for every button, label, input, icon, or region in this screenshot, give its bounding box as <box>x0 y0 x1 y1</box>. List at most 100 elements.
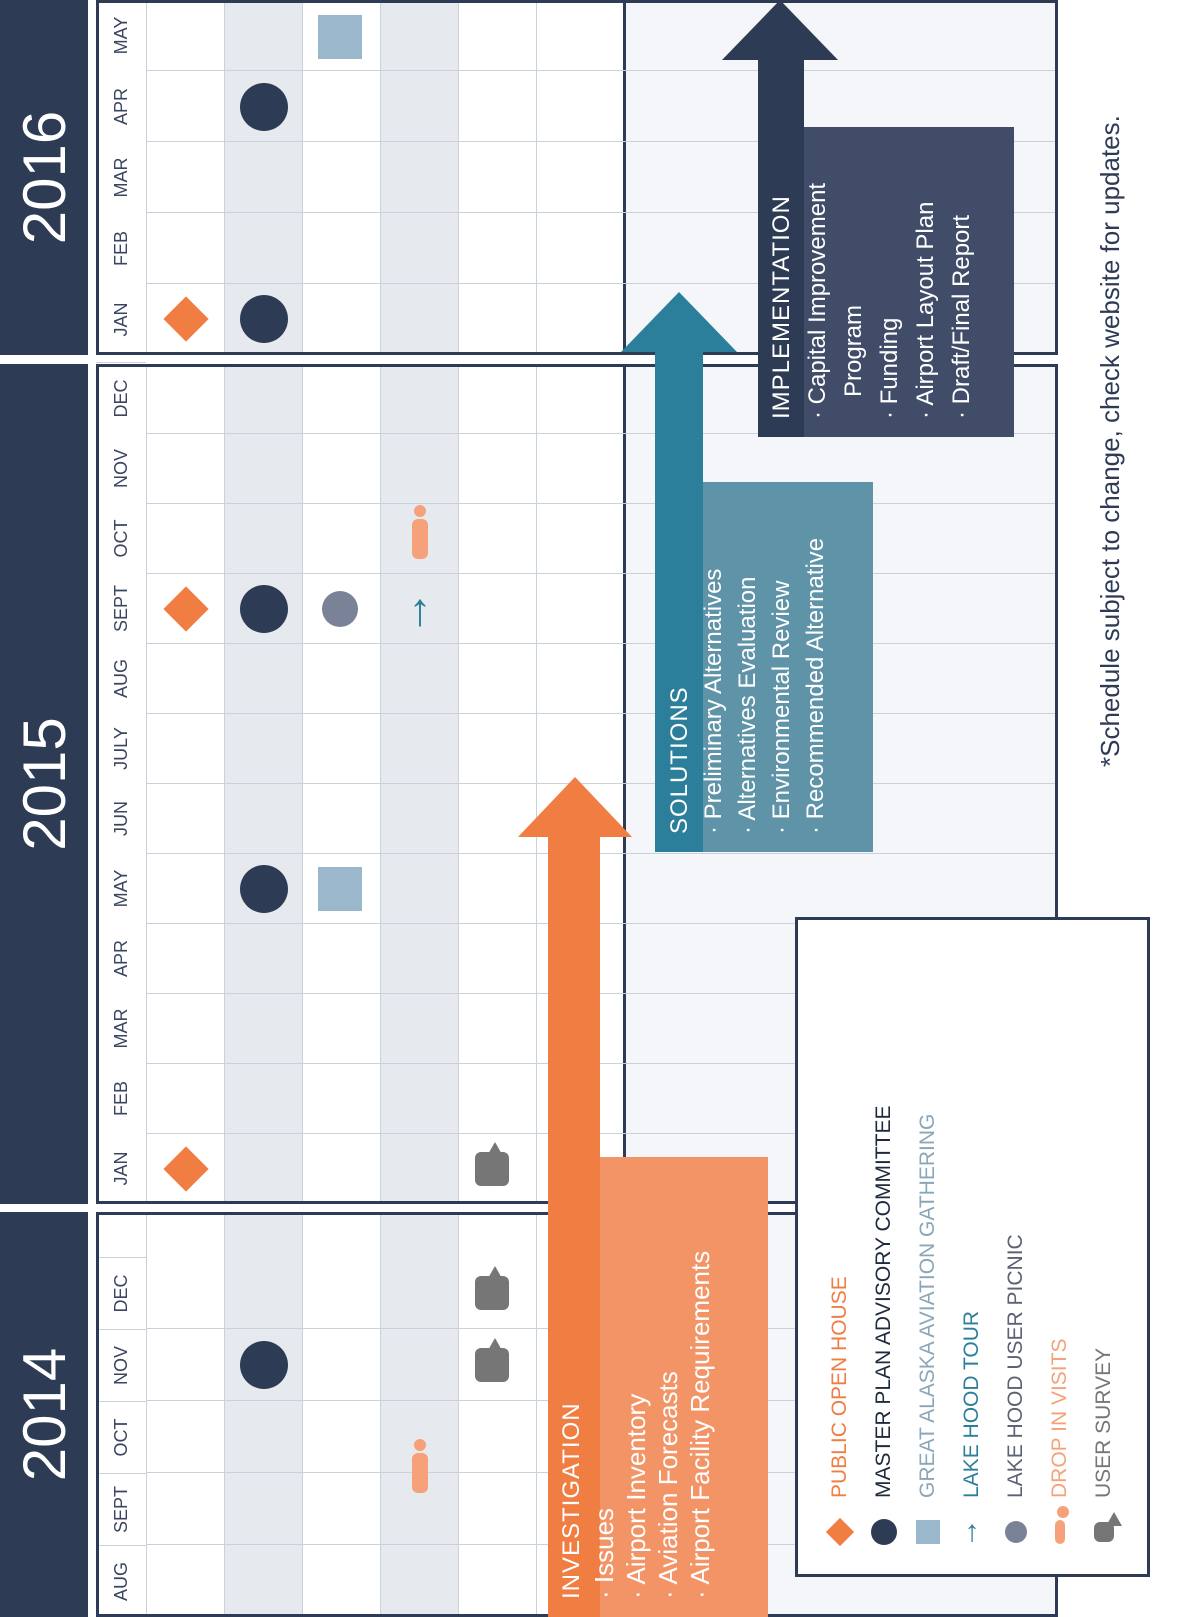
schedule-note: *Schedule subject to change, check websi… <box>1095 115 1125 767</box>
month-feb-2015: FEB <box>96 1062 146 1134</box>
month-may-2016: MAY <box>96 0 146 71</box>
phase-item: · Airport Facility Requirements <box>685 1250 715 1599</box>
lane-row <box>224 1212 302 1617</box>
month-dec-2015: DEC <box>96 362 146 434</box>
year-bar-2014: 2014 <box>0 1212 88 1617</box>
legend-label: MASTER PLAN ADVISORY COMMITTEE <box>872 1105 895 1498</box>
user-survey-icon <box>475 1276 509 1310</box>
legend-icon <box>1038 1510 1082 1554</box>
month-oct-2014: OCT <box>96 1401 146 1473</box>
year-label: 2016 <box>10 110 78 245</box>
implementation-arrow-head <box>722 0 838 60</box>
phase-implementation: IMPLEMENTATION · Capital Improvement Pro… <box>722 0 1014 437</box>
lane-row <box>302 1212 380 1617</box>
month-aug-2015: AUG <box>96 642 146 714</box>
phase-item: · Capital Improvement <box>804 182 831 419</box>
grid-line <box>146 503 1058 504</box>
month-jan-2015: JAN <box>96 1132 146 1204</box>
aviation-gathering-icon <box>318 15 362 59</box>
month-jun-2015: JUN <box>96 782 146 854</box>
legend-icon <box>994 1510 1038 1554</box>
month-may-2015: MAY <box>96 852 146 924</box>
aviation-gathering-icon <box>916 1520 940 1544</box>
legend-item: MASTER PLAN ADVISORY COMMITTEE <box>862 1106 906 1554</box>
phase-item: · Alternatives Evaluation <box>734 576 761 834</box>
legend-item: ↑ LAKE HOOD TOUR <box>950 1311 994 1554</box>
solutions-arrow-head <box>621 292 737 352</box>
phase-item: · Environmental Review <box>768 580 795 834</box>
advisory-committee-icon <box>240 83 288 131</box>
month-apr-2015: APR <box>96 922 146 994</box>
user-survey-icon <box>1094 1522 1114 1542</box>
month-apr-2016: APR <box>96 70 146 142</box>
advisory-committee-icon <box>240 1341 288 1389</box>
advisory-committee-icon <box>240 585 288 633</box>
legend-label: LAKE HOOD USER PICNIC <box>1004 1234 1027 1498</box>
legend-label: USER SURVEY <box>1092 1347 1115 1498</box>
year-label: 2014 <box>10 1347 78 1482</box>
lane-row <box>146 1212 224 1617</box>
legend: PUBLIC OPEN HOUSE MASTER PLAN ADVISORY C… <box>795 917 1150 1577</box>
legend-icon <box>906 1510 950 1554</box>
month-oct-2015: OCT <box>96 502 146 574</box>
phase-item: Program <box>840 304 867 397</box>
lane-row <box>536 0 614 355</box>
year-label: 2015 <box>10 717 78 851</box>
legend-label: PUBLIC OPEN HOUSE <box>828 1276 851 1498</box>
month-mar-2016: MAR <box>96 141 146 213</box>
aviation-gathering-icon <box>318 867 362 911</box>
legend-label: LAKE HOOD TOUR <box>960 1310 983 1498</box>
drop-in-visit-icon <box>412 1453 428 1493</box>
month-dec-2014: DEC <box>96 1257 146 1329</box>
lake-hood-tour-icon: ↑ <box>964 1515 980 1548</box>
legend-item: USER SURVEY <box>1082 1348 1126 1554</box>
implementation-text: IMPLEMENTATION · Capital Improvement Pro… <box>764 183 980 419</box>
phase-title: IMPLEMENTATION <box>768 195 795 419</box>
phase-title: INVESTIGATION <box>558 1402 585 1599</box>
month-nov-2014: NOV <box>96 1329 146 1401</box>
user-picnic-icon <box>1005 1521 1027 1543</box>
phase-item: · Draft/Final Report <box>948 214 975 419</box>
legend-icon <box>862 1510 906 1554</box>
year-bar-2015: 2015 <box>0 364 88 1204</box>
advisory-committee-icon <box>240 865 288 913</box>
year-bar-2016: 2016 <box>0 0 88 355</box>
legend-icon: ↑ <box>950 1510 994 1554</box>
user-survey-icon <box>475 1348 509 1382</box>
lake-hood-tour-icon: ↑ <box>408 583 432 635</box>
solutions-text: SOLUTIONS · Preliminary Alternatives · A… <box>663 538 833 834</box>
lane-row <box>302 364 380 1204</box>
grid-line <box>146 573 1058 574</box>
month-feb-2016: FEB <box>96 212 146 284</box>
drop-in-visit-icon <box>1055 1520 1065 1544</box>
legend-item: PUBLIC OPEN HOUSE <box>818 1276 862 1554</box>
month-jan-2016: JAN <box>96 283 146 355</box>
legend-label: GREAT ALASKA AVIATION GATHERING <box>916 1113 939 1498</box>
month-sept-2014: SEPT <box>96 1473 146 1545</box>
lane-row <box>380 364 458 1204</box>
month-nov-2015: NOV <box>96 432 146 504</box>
investigation-arrow-head <box>518 777 632 837</box>
lane-row <box>380 0 458 355</box>
legend-item: GREAT ALASKA AVIATION GATHERING <box>906 1114 950 1554</box>
lane-row <box>146 364 224 1204</box>
phase-item: · Issues <box>589 1507 619 1599</box>
month-july-2015: JULY <box>96 712 146 784</box>
lane-row <box>224 364 302 1204</box>
drop-in-visit-icon <box>412 519 428 559</box>
phase-title: SOLUTIONS <box>666 686 693 834</box>
user-survey-icon <box>475 1152 509 1186</box>
lane-row <box>458 0 536 355</box>
legend-label: DROP IN VISITS <box>1048 1338 1071 1498</box>
investigation-text: INVESTIGATION · Issues · Airport Invento… <box>556 1251 716 1599</box>
phase-item: · Recommended Alternative <box>802 537 829 834</box>
month-mar-2015: MAR <box>96 992 146 1064</box>
lane-row <box>380 1212 458 1617</box>
month-sept-2015: SEPT <box>96 572 146 644</box>
legend-icon <box>818 1510 862 1554</box>
phase-item: · Funding <box>876 317 903 419</box>
month-aug-2014: AUG <box>96 1545 146 1617</box>
phase-item: · Preliminary Alternatives <box>700 568 727 834</box>
